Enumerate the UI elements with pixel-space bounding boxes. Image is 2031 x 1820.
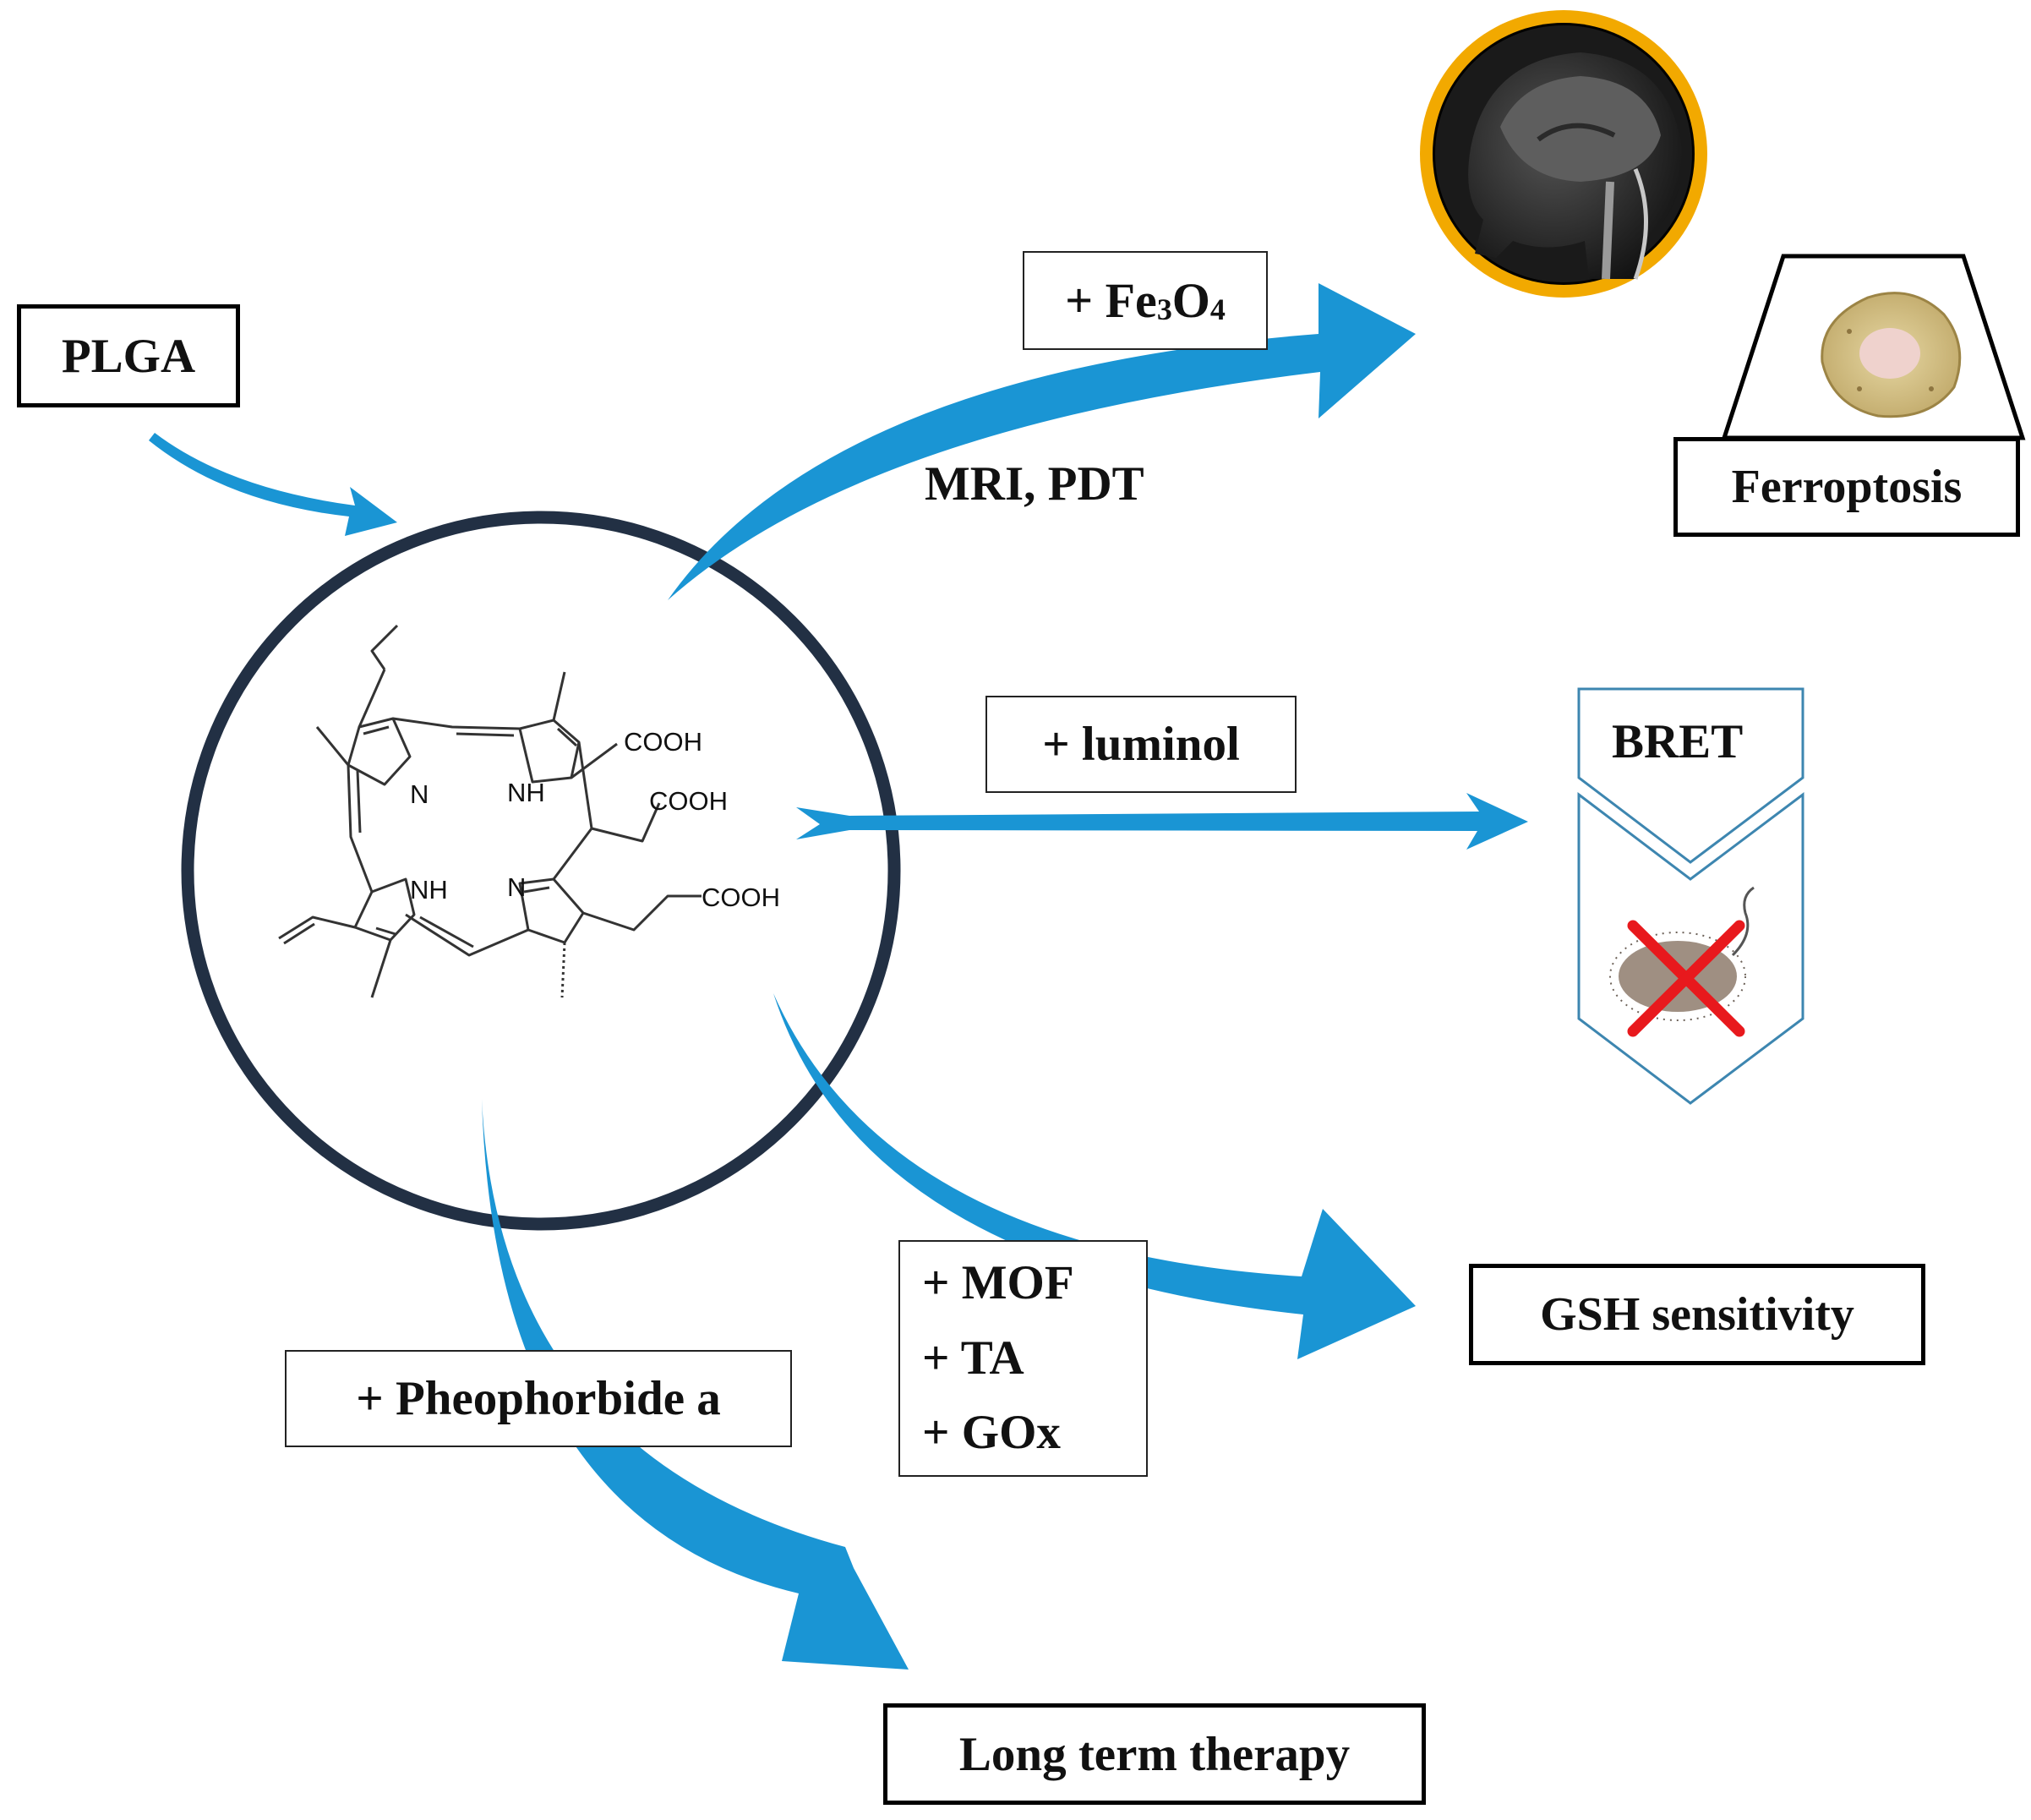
gsh-sensitivity-label: GSH sensitivity [1540, 1288, 1854, 1341]
long-term-therapy-box: Long term therapy [883, 1703, 1426, 1805]
ferroptosis-cell-icon [1821, 292, 1962, 418]
atom-n-top: N [410, 779, 429, 809]
plga-label: PLGA [61, 329, 196, 383]
gox-label: + GOx [922, 1406, 1061, 1460]
atom-nh-bottom: NH [410, 875, 448, 905]
ferroptosis-box: Ferroptosis [1673, 437, 2020, 537]
mof-ta-gox-box: + MOF + TA + GOx [898, 1240, 1148, 1477]
plga-arrow [149, 433, 397, 536]
fe3o4-box: + Fe3O4 [1023, 251, 1268, 350]
luminol-arrow [796, 793, 1528, 850]
pheophorbide-box: + Pheophorbide a [285, 1350, 792, 1447]
cooh-label-1: COOH [624, 727, 702, 757]
cooh-label-2: COOH [649, 786, 728, 816]
luminol-label: + luminol [1042, 718, 1240, 771]
brain-mri-icon [1420, 10, 1707, 298]
atom-nh-top: NH [507, 778, 545, 807]
mri-pdt-label: MRI, PDT [925, 457, 1144, 511]
long-term-therapy-label: Long term therapy [958, 1727, 1351, 1781]
gsh-sensitivity-box: GSH sensitivity [1469, 1264, 1925, 1365]
bret-banner-top [1577, 687, 1804, 864]
pheophorbide-label: + Pheophorbide a [356, 1372, 721, 1425]
nanoparticle-ring [181, 511, 901, 1231]
mof-label: + MOF [922, 1256, 1074, 1310]
cross-icon [1627, 920, 1745, 1037]
fe3o4-label: + Fe3O4 [1065, 273, 1226, 328]
ferroptosis-label: Ferroptosis [1731, 461, 1963, 513]
bret-label: BRET [1612, 715, 1744, 768]
atom-n-bottom: N [507, 872, 526, 902]
ta-label: + TA [922, 1331, 1024, 1385]
cooh-label-3: COOH [702, 883, 780, 912]
plga-box: PLGA [17, 304, 240, 407]
luminol-box: + luminol [985, 696, 1297, 793]
fe3o4-arrow [668, 283, 1416, 600]
chlorin-molecule [278, 624, 702, 998]
mof-arrow [773, 993, 1416, 1359]
